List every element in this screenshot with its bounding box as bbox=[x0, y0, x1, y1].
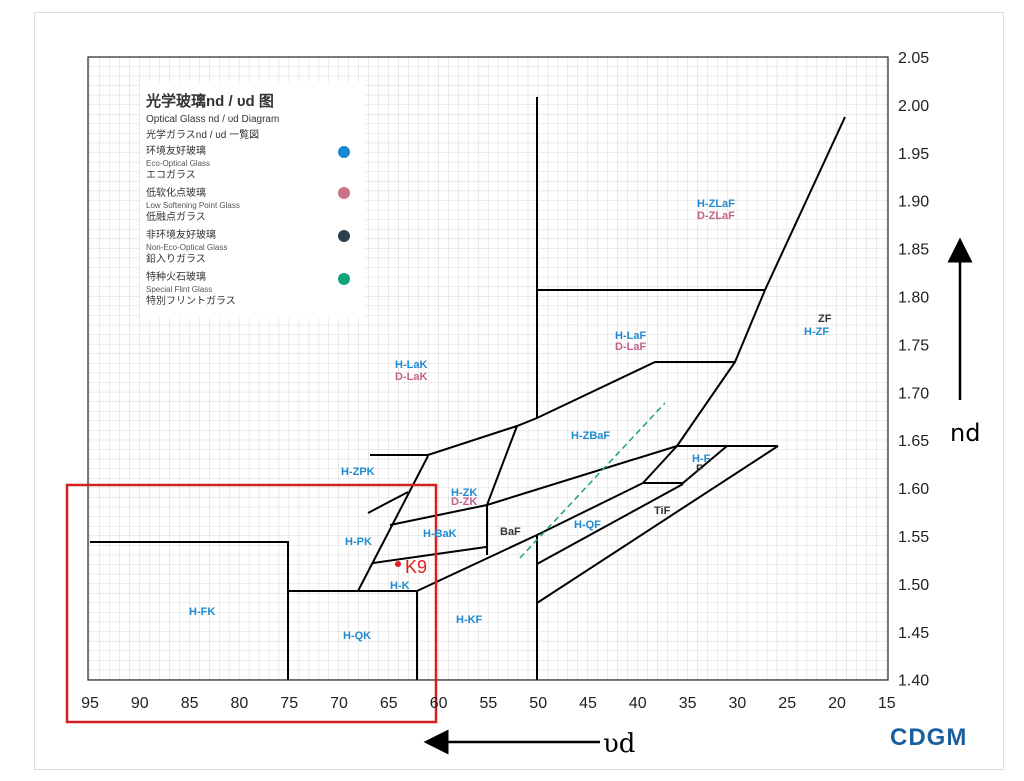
legend-en: Non-Eco-Optical Glass bbox=[146, 243, 228, 252]
legend-dot-pink bbox=[338, 187, 350, 199]
y-tick-labels: 2.05 2.00 1.95 1.90 1.85 1.80 1.75 1.70 1.65 1.60… bbox=[898, 50, 929, 690]
y-tick-label: 1.65 bbox=[898, 433, 929, 450]
label-h-zf: H-ZF bbox=[804, 326, 829, 338]
x-tick-label: 45 bbox=[579, 695, 597, 712]
x-axis-label: υd bbox=[603, 729, 635, 759]
label-h-bak: H-BaK bbox=[423, 528, 457, 540]
x-tick-label: 65 bbox=[380, 695, 398, 712]
y-tick-label: 1.75 bbox=[898, 337, 929, 354]
y-tick-label: 1.60 bbox=[898, 481, 929, 498]
label-h-lak: H-LaK bbox=[395, 359, 427, 371]
legend-cn: 环境友好玻璃 bbox=[146, 146, 206, 157]
x-tick-label: 95 bbox=[81, 695, 99, 712]
legend-en: Low Softening Point Glass bbox=[146, 201, 240, 210]
y-tick-label: 2.05 bbox=[898, 50, 929, 67]
region-labels: H-ZLaF D-ZLaF ZF H-ZF H-LaF D-LaF H-LaK … bbox=[189, 198, 832, 642]
label-h-pk: H-PK bbox=[345, 536, 372, 548]
label-h-qf: H-QF bbox=[574, 519, 601, 531]
y-tick-label: 1.80 bbox=[898, 290, 929, 307]
label-f: F bbox=[696, 463, 703, 475]
label-h-fk: H-FK bbox=[189, 606, 215, 618]
k9-point bbox=[395, 561, 401, 567]
y-tick-label: 1.85 bbox=[898, 242, 929, 259]
label-baf: BaF bbox=[500, 526, 521, 538]
label-d-lak: D-LaK bbox=[395, 371, 427, 383]
legend-title-en: Optical Glass nd / υd Diagram bbox=[146, 114, 280, 125]
label-h-qk: H-QK bbox=[343, 630, 371, 642]
special-flint-line bbox=[519, 402, 666, 559]
legend-cn: 低软化点玻璃 bbox=[146, 188, 206, 199]
label-h-k: H-K bbox=[390, 580, 410, 592]
legend-title-jp: 光学ガラスnd / υd 一覧図 bbox=[146, 130, 260, 141]
legend-dot-blue bbox=[338, 146, 350, 158]
x-tick-label: 50 bbox=[529, 695, 547, 712]
y-tick-label: 1.50 bbox=[898, 577, 929, 594]
legend-jp: 低融点ガラス bbox=[146, 212, 206, 223]
y-tick-label: 1.70 bbox=[898, 385, 929, 402]
legend-cn: 特种火石玻璃 bbox=[146, 272, 206, 283]
y-tick-label: 2.00 bbox=[898, 98, 929, 115]
y-tick-label: 1.45 bbox=[898, 625, 929, 642]
k9-label: K9 bbox=[405, 557, 427, 577]
y-axis-label: nd bbox=[950, 419, 980, 447]
x-tick-label: 35 bbox=[679, 695, 697, 712]
legend-title-cn: 光学玻璃nd / υd 图 bbox=[146, 93, 274, 110]
legend-dot-green bbox=[338, 273, 350, 285]
label-h-f: H-F bbox=[692, 453, 711, 465]
legend-jp: 特別フリントガラス bbox=[146, 296, 236, 307]
label-h-zk: H-ZK bbox=[451, 487, 477, 499]
legend-item-non-eco: 非环境友好玻璃 Non-Eco-Optical Glass 鉛入りガラス bbox=[146, 230, 227, 266]
y-tick-label: 1.40 bbox=[898, 673, 929, 690]
x-tick-label: 85 bbox=[181, 695, 199, 712]
y-tick-label: 1.90 bbox=[898, 194, 929, 211]
y-tick-label: 1.55 bbox=[898, 529, 929, 546]
legend-item-special-flint: 特种火石玻璃 Special Flint Glass 特別フリントガラス bbox=[146, 272, 236, 308]
x-tick-label: 30 bbox=[729, 695, 747, 712]
legend-item-eco: 环境友好玻璃 Eco-Optical Glass エコガラス bbox=[146, 146, 210, 182]
x-tick-label: 20 bbox=[828, 695, 846, 712]
label-h-zlaf: H-ZLaF bbox=[697, 198, 735, 210]
x-tick-label: 80 bbox=[231, 695, 249, 712]
label-d-laf: D-LaF bbox=[615, 341, 646, 353]
x-tick-label: 25 bbox=[778, 695, 796, 712]
label-h-kf: H-KF bbox=[456, 614, 483, 626]
label-h-zpk: H-ZPK bbox=[341, 466, 375, 478]
x-tick-label: 70 bbox=[330, 695, 348, 712]
label-tif: TiF bbox=[654, 505, 671, 517]
x-tick-label: 75 bbox=[280, 695, 298, 712]
legend-en: Eco-Optical Glass bbox=[146, 159, 211, 168]
legend-jp: 鉛入りガラス bbox=[146, 254, 206, 265]
legend-jp: エコガラス bbox=[146, 170, 196, 181]
x-tick-label: 55 bbox=[480, 695, 498, 712]
legend: 光学玻璃nd / υd 图 Optical Glass nd / υd Diag… bbox=[140, 82, 365, 318]
legend-en: Special Flint Glass bbox=[146, 285, 213, 294]
cdgm-logo: CDGM bbox=[890, 724, 968, 751]
legend-item-low-softening: 低软化点玻璃 Low Softening Point Glass 低融点ガラス bbox=[146, 188, 240, 224]
label-h-zbaf: H-ZBaF bbox=[571, 430, 610, 442]
label-d-zlaf: D-ZLaF bbox=[697, 210, 735, 222]
region-boundaries bbox=[90, 97, 846, 680]
y-tick-label: 1.95 bbox=[898, 146, 929, 163]
x-tick-label: 15 bbox=[878, 695, 896, 712]
x-tick-labels: 95 90 85 80 75 70 65 60 55 50 45 40 35 30 25 20 15 bbox=[81, 695, 896, 712]
label-h-laf: H-LaF bbox=[615, 330, 646, 342]
label-zf: ZF bbox=[818, 313, 832, 325]
highlight-box bbox=[65, 483, 438, 724]
x-tick-label: 60 bbox=[430, 695, 448, 712]
x-tick-label: 90 bbox=[131, 695, 149, 712]
legend-dot-dark bbox=[338, 230, 350, 242]
x-tick-label: 40 bbox=[629, 695, 647, 712]
legend-cn: 非环境友好玻璃 bbox=[146, 230, 216, 241]
diagram-frame bbox=[34, 12, 1004, 770]
label-d-zk: D-ZK bbox=[451, 496, 477, 508]
